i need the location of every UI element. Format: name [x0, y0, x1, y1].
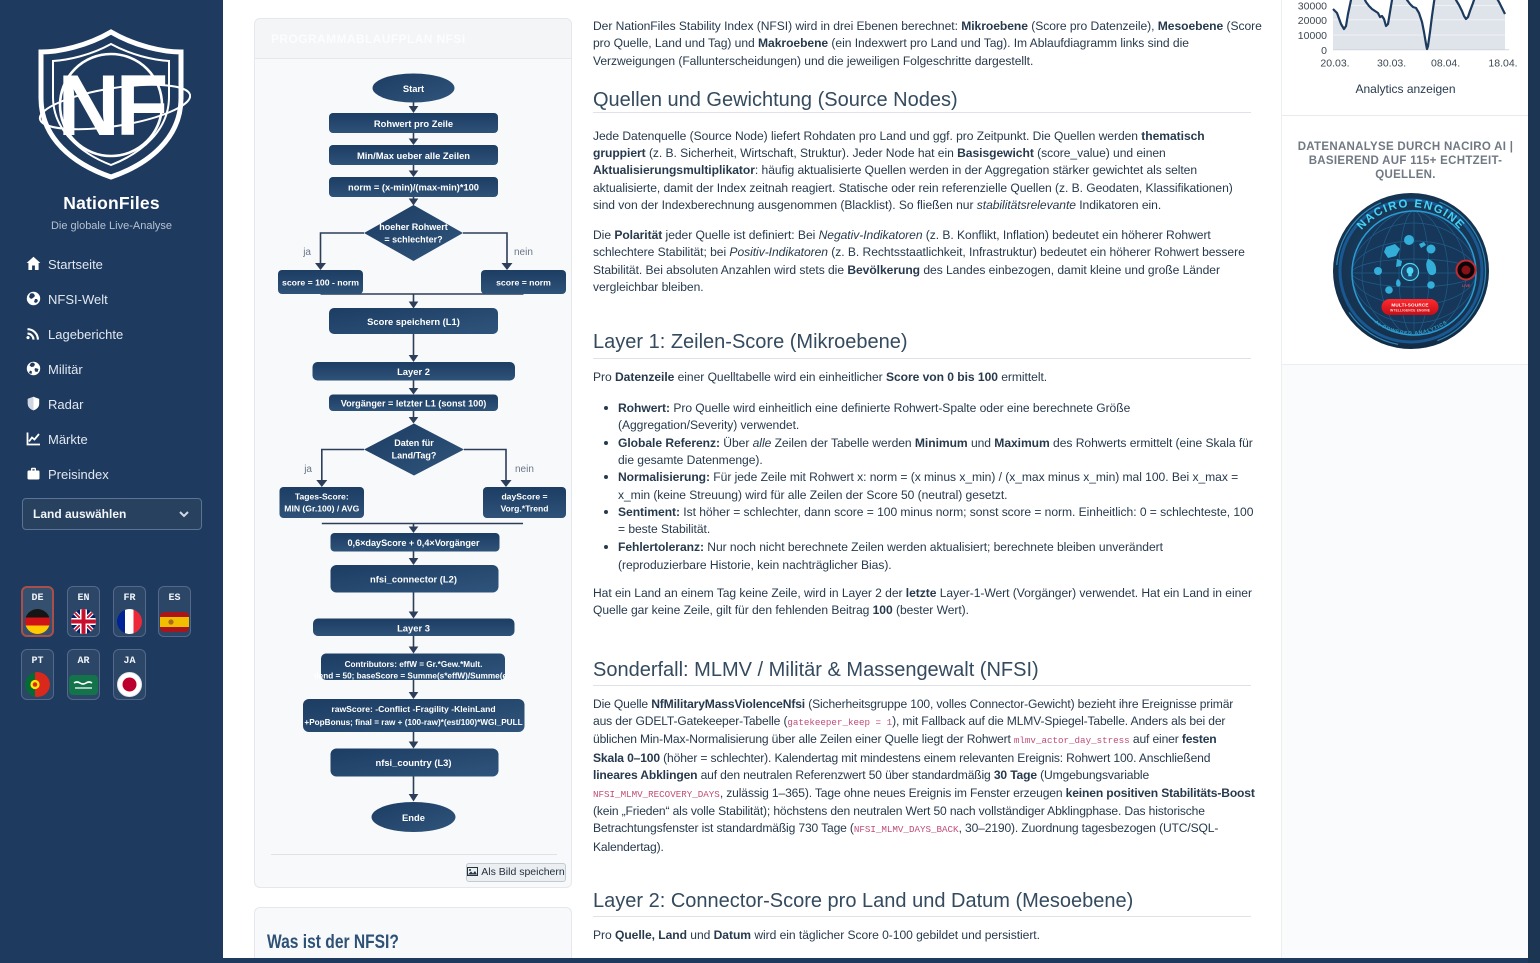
svg-text:fehlend = 50; baseScore = Summ: fehlend = 50; baseScore = Summe(s*effW)/… [304, 672, 523, 681]
svg-text:Tages-Score:: Tages-Score: [295, 492, 349, 502]
svg-text:MIN (Gr.100) / AVG: MIN (Gr.100) / AVG [284, 504, 359, 514]
svg-text:Vorg.*Trend: Vorg.*Trend [500, 504, 548, 514]
svg-text:score = 100 - norm: score = 100 - norm [282, 278, 359, 288]
svg-text:Vorgänger = letzter L1 (sonst: Vorgänger = letzter L1 (sonst 100) [341, 398, 487, 408]
svg-text:0,6×dayScore + 0,4×Vorgänger: 0,6×dayScore + 0,4×Vorgänger [347, 538, 479, 548]
svg-text:Layer 2: Layer 2 [397, 366, 430, 377]
svg-text:+PopBonus; final = raw + (100-: +PopBonus; final = raw + (100-raw)*(est/… [304, 718, 522, 727]
svg-text:norm = (x-min)/(max-min)*100: norm = (x-min)/(max-min)*100 [348, 183, 479, 193]
svg-text:ja: ja [303, 464, 312, 475]
svg-text:nfsi_connector (L2): nfsi_connector (L2) [370, 573, 457, 584]
svg-text:INTELLIGENCE ENGINE: INTELLIGENCE ENGINE [1390, 309, 1430, 313]
svg-text:10000: 10000 [1298, 30, 1327, 42]
svg-text:Daten für: Daten für [394, 438, 434, 448]
svg-text:30000: 30000 [1298, 1, 1327, 13]
svg-text:30.03.: 30.03. [1377, 58, 1406, 70]
svg-text:LIVE: LIVE [1462, 284, 1471, 288]
svg-text:08.04.: 08.04. [1431, 58, 1460, 70]
svg-text:Start: Start [403, 83, 424, 94]
svg-text:hoeher Rohwert: hoeher Rohwert [379, 222, 448, 232]
svg-text:= schlechter?: = schlechter? [384, 235, 442, 245]
svg-text:Score speichern (L1): Score speichern (L1) [367, 316, 460, 327]
svg-text:ja: ja [302, 247, 311, 258]
svg-text:18.04.: 18.04. [1488, 58, 1517, 70]
svg-text:20000: 20000 [1298, 15, 1327, 27]
svg-text:nein: nein [514, 247, 533, 258]
svg-text:Layer 3: Layer 3 [397, 623, 430, 634]
svg-text:nfsi_country (L3): nfsi_country (L3) [375, 757, 451, 768]
svg-text:Contributors: effW = Gr.*Gew.*: Contributors: effW = Gr.*Gew.*Mult. [345, 660, 483, 669]
svg-text:score = norm: score = norm [496, 278, 551, 288]
svg-text:MULTI-SOURCE: MULTI-SOURCE [1391, 302, 1428, 307]
svg-text:rawScore: -Conflict -Fragility: rawScore: -Conflict -Fragility -KleinLan… [331, 704, 495, 714]
svg-text:nein: nein [515, 464, 534, 475]
svg-text:20.03.: 20.03. [1320, 58, 1349, 70]
svg-text:dayScore =: dayScore = [501, 492, 547, 502]
svg-text:NF: NF [58, 58, 166, 154]
svg-text:Land/Tag?: Land/Tag? [392, 451, 437, 461]
svg-text:Min/Max ueber alle Zeilen: Min/Max ueber alle Zeilen [357, 150, 470, 161]
svg-text:0: 0 [1321, 45, 1327, 57]
svg-text:Rohwert pro Zeile: Rohwert pro Zeile [374, 118, 453, 129]
svg-text:Ende: Ende [402, 812, 425, 823]
